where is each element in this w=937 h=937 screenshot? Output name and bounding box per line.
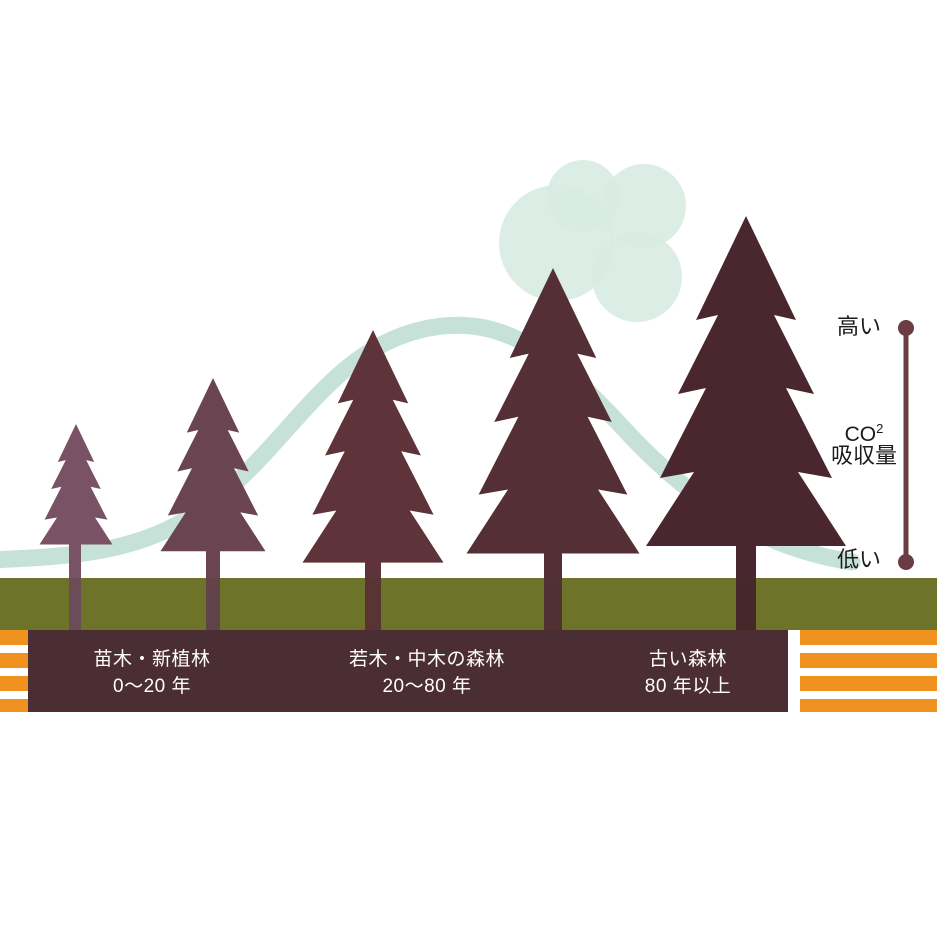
bubble-lower-icon: [592, 232, 682, 322]
bubble-right-icon: [602, 164, 686, 248]
co2-legend-axis: [898, 320, 914, 570]
stage-label-line2: 80 年以上: [644, 676, 732, 697]
stage-label-line1: 苗木・新植林: [93, 649, 211, 670]
stage-label-seedling: 苗木・新植林 0〜20 年: [52, 646, 252, 700]
legend-axis-top-dot: [898, 320, 914, 336]
stage-label-old-forest: 古い森林 80 年以上: [588, 646, 788, 700]
co2-bubble-cluster: [499, 160, 686, 322]
legend-absorption-label: 吸収量: [830, 443, 897, 468]
stage-label-panel: [28, 630, 788, 712]
stage-label-young-mid: 若木・中木の森林 20〜80 年: [327, 646, 527, 700]
tree-crown: [302, 330, 444, 563]
stage-label-line1: 若木・中木の森林: [348, 649, 505, 670]
tree-crown: [39, 424, 113, 545]
stage-label-line2: 20〜80 年: [382, 676, 472, 697]
bubble-top-icon: [547, 160, 619, 232]
stripe-group-right: [800, 630, 937, 712]
ground-band: [0, 578, 937, 630]
trunk-in-ground: [69, 578, 756, 632]
legend-co2-label: CO2: [826, 415, 902, 448]
legend-co2-text: CO: [844, 423, 877, 446]
legend-co2-superscript: 2: [876, 421, 884, 436]
stage-label-line2: 0〜20 年: [113, 676, 191, 697]
legend-low-label: 低い: [836, 547, 881, 572]
legend-axis-bottom-dot: [898, 554, 914, 570]
stage-label-line1: 古い森林: [648, 649, 727, 670]
legend-high-label: 高い: [836, 314, 881, 339]
